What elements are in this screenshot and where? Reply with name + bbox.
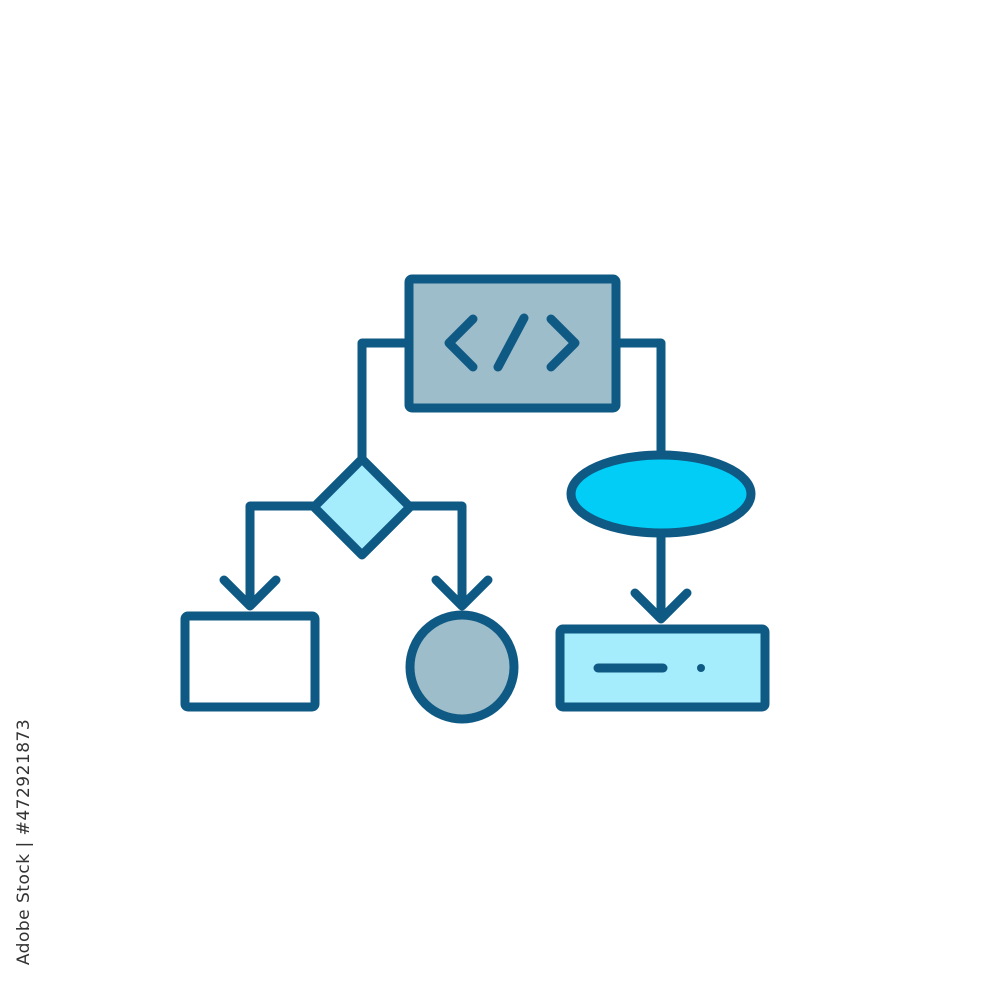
arrowheads: [219, 575, 692, 624]
watermark: Adobe Stock | #472921873: [10, 0, 38, 1000]
arrowhead-left-output: [219, 575, 281, 611]
connector-decision-to-left: [245, 501, 319, 610]
connector-decision-to-middle: [405, 501, 467, 610]
watermark-side-text: Adobe Stock | #472921873: [14, 718, 34, 966]
dash-dot-icon: [593, 663, 705, 673]
decision-diamond-node: [309, 454, 415, 560]
arrowhead-right-output: [630, 588, 692, 624]
connector-code-to-oval: [611, 338, 666, 460]
left-output-rect-node: [180, 611, 320, 712]
process-oval-node: [566, 450, 756, 538]
connector-code-to-decision: [357, 338, 414, 465]
arrowhead-middle-output: [431, 575, 493, 611]
middle-output-circle-node: [405, 610, 519, 724]
connectors: [245, 338, 666, 623]
code-tag-icon: [444, 313, 580, 372]
